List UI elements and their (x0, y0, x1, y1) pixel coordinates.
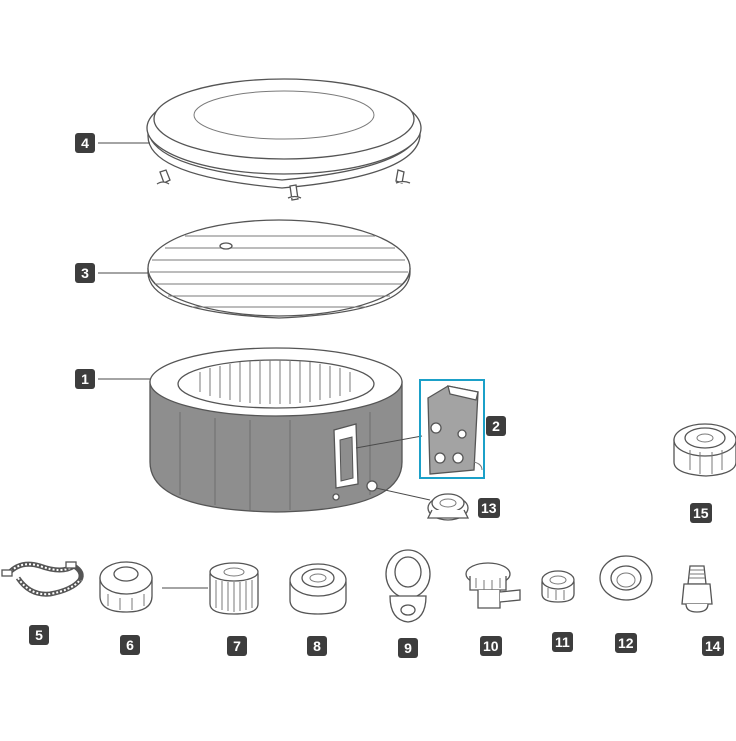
spa-tub-icon (149, 347, 403, 513)
filter-cartridge-icon (209, 562, 259, 615)
part-number-badge-9: 9 (398, 638, 418, 658)
inflation-hose-icon (1, 561, 84, 597)
pump-highlight-box (419, 379, 485, 479)
rubber-ring-icon (599, 555, 653, 601)
air-valve-icon (541, 570, 575, 603)
drain-valve-cap-icon (673, 423, 736, 477)
part-number-badge-1: 1 (75, 369, 95, 389)
filter-housing-icon (99, 561, 153, 613)
spa-cover-icon (146, 78, 422, 201)
inflatable-lid-icon (147, 219, 411, 319)
part-number-badge-5: 5 (29, 625, 49, 645)
part-number-badge-12: 12 (615, 633, 637, 653)
part-number-badge-11: 11 (552, 632, 573, 652)
part-number-badge-13: 13 (478, 498, 500, 518)
part-number-badge-4: 4 (75, 133, 95, 153)
part-number-badge-7: 7 (227, 636, 247, 656)
strainer-connector-icon (289, 563, 347, 615)
strainer-cap-icon (426, 493, 470, 521)
part-number-badge-3: 3 (75, 263, 95, 283)
part-number-badge-6: 6 (120, 635, 140, 655)
part-number-badge-8: 8 (307, 636, 327, 656)
drain-plug-cap-icon (385, 549, 431, 623)
part-number-badge-14: 14 (702, 636, 724, 656)
valve-adapter-icon (465, 562, 521, 609)
hose-adapter-icon (681, 565, 713, 613)
part-number-badge-10: 10 (480, 636, 502, 656)
part-number-badge-2: 2 (486, 416, 506, 436)
pump-control-unit-icon (427, 385, 483, 475)
part-number-badge-15: 15 (690, 503, 712, 523)
